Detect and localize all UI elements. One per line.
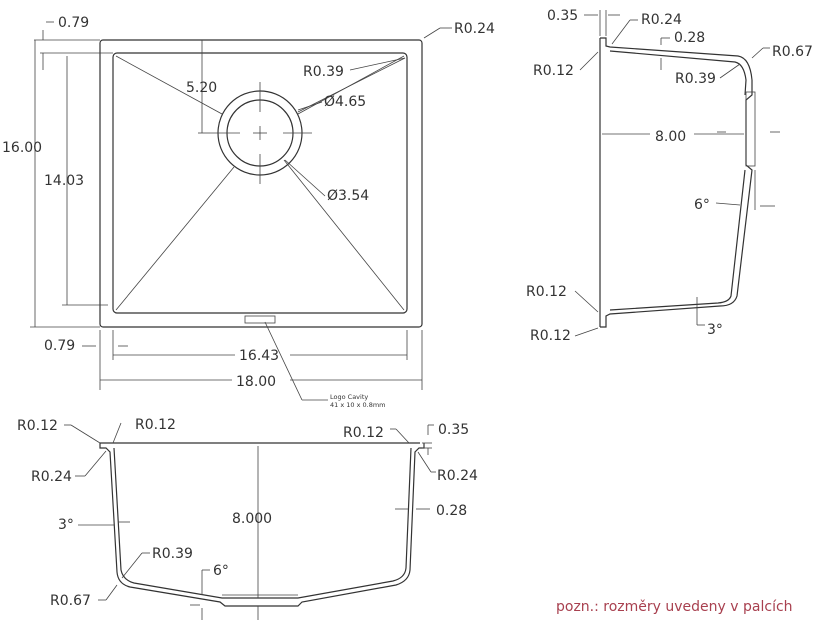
inner-bowl [112,52,408,314]
dim-drain-outer-dia: Ø4.65 [324,94,366,110]
front-dimension-lines [64,422,436,620]
bowl-inner-profile [113,447,412,599]
dim-floor-angle: 6° [694,197,710,213]
logo-cavity [244,315,276,324]
dim-top-edge-radius: R0.12 [533,63,574,79]
outer-rim [99,39,423,328]
dim-overall-width: 18.00 [236,374,276,390]
dim-outer-radius: R0.24 [454,21,495,37]
dim-rim-thickness: 0.35 [438,422,469,438]
dim-wall-thickness: 0.28 [674,30,705,46]
dim-inner-radius: R0.39 [303,64,344,80]
dim-rim-bend-radius: R0.24 [31,469,72,485]
dim-bowl-height: 8.00 [655,129,686,145]
dim-wall-angle: 3° [707,322,723,338]
dim-bottom-rim-radius: R0.12 [530,328,571,344]
dim-bowl-depth: 14.03 [44,173,84,189]
dim-bowl-height: 8.000 [232,511,272,527]
dim-floor-angle: 6° [213,563,229,579]
dim-outer-bend-radius: R0.67 [50,593,91,609]
dim-overall-depth: 16.00 [2,140,42,156]
dim-rim-side: 0.79 [44,338,75,354]
dim-bottom-edge-radius: R0.12 [526,284,567,300]
top-view: 0.79 16.00 14.03 5.20 R0.39 Ø4.65 Ø3.54 … [2,15,495,409]
side-dimension-lines [574,10,780,337]
dim-inner-bend-radius: R0.39 [152,546,193,562]
dim-drain-inner-dia: Ø3.54 [327,188,369,204]
drain-flange [745,91,756,167]
dim-rim-top: 0.79 [58,15,89,31]
dim-outer-bend-radius: R0.67 [772,44,813,60]
dim-rim-outer-radius: R0.12 [17,418,58,434]
dim-drain-offset: 5.20 [186,80,217,96]
drain-centerlines [210,82,312,184]
logo-cavity-size: 41 x 10 x 0.8mm [330,401,386,409]
front-view: R0.12 R0.12 R0.24 3° 8.000 R0.39 6° R0.6… [17,417,478,620]
dim-bowl-width: 16.43 [239,348,279,364]
dim-right-bend-radius: R0.24 [437,468,478,484]
bowl-outer-profile [99,443,425,607]
units-note: pozn.: rozměry uvedeny v palcích [556,599,793,615]
dim-wall-thickness: 0.28 [436,503,467,519]
top-dimension-lines [30,21,452,401]
bowl-inner-profile [609,50,747,311]
dim-rim-inner-radius: R0.12 [135,417,176,433]
dim-rim-thickness: 0.35 [547,8,578,24]
logo-cavity-title: Logo Cavity [330,393,368,401]
side-view: 0.35 R0.24 0.28 R0.12 R0.67 R0.39 8.00 6… [526,8,813,344]
dim-rim-radius: R0.24 [641,12,682,28]
dim-right-rim-radius: R0.12 [343,425,384,441]
dim-inner-bend-radius: R0.39 [675,71,716,87]
dim-wall-angle: 3° [58,517,74,533]
